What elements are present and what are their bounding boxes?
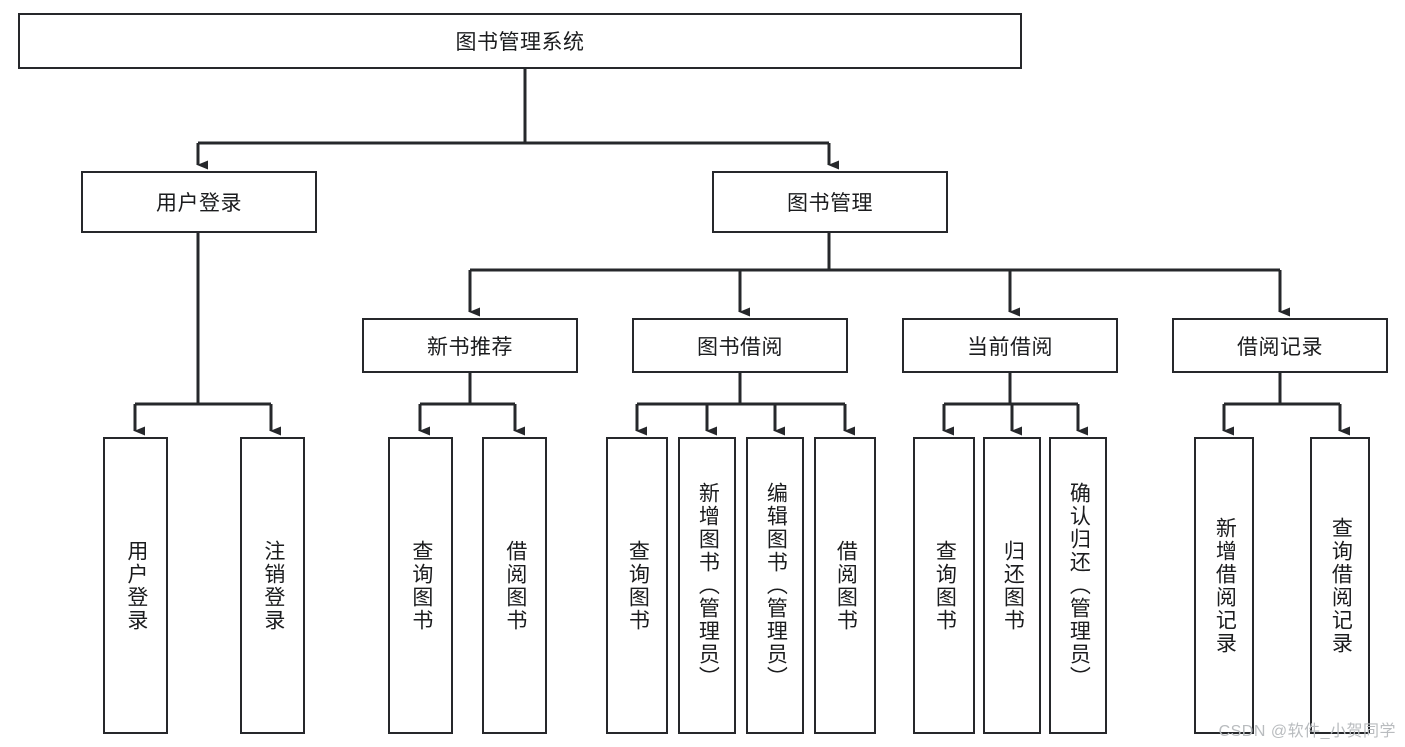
node-leaf-query-borrow-record[interactable]: 查询借阅记录 bbox=[1310, 437, 1370, 734]
node-leaf-logout[interactable]: 注销登录 bbox=[240, 437, 305, 734]
node-current-borrow[interactable]: 当前借阅 bbox=[902, 318, 1118, 373]
node-leaf-query-book-current[interactable]: 查询图书 bbox=[913, 437, 975, 734]
node-leaf-add-book[interactable]: 新增图书（管理员） bbox=[678, 437, 736, 734]
watermark-text: CSDN @软件_小贺同学 bbox=[1218, 723, 1396, 740]
node-leaf-user-login[interactable]: 用户登录 bbox=[103, 437, 168, 734]
node-book-borrow[interactable]: 图书借阅 bbox=[632, 318, 848, 373]
node-root[interactable]: 图书管理系统 bbox=[18, 13, 1022, 69]
node-leaf-borrow-book-label: 借阅图书 bbox=[834, 539, 858, 632]
node-leaf-query-book-borrow-label: 查询图书 bbox=[626, 539, 650, 632]
node-current-borrow-label: 当前借阅 bbox=[967, 335, 1053, 359]
node-leaf-borrow-book-recommend-label: 借阅图书 bbox=[503, 539, 527, 632]
node-leaf-confirm-return-label: 确认归还（管理员） bbox=[1067, 482, 1091, 689]
node-leaf-query-book-recommend[interactable]: 查询图书 bbox=[388, 437, 453, 734]
node-leaf-add-borrow-record-label: 新增借阅记录 bbox=[1213, 516, 1237, 655]
node-leaf-edit-book-label: 编辑图书（管理员） bbox=[764, 482, 788, 689]
node-leaf-logout-label: 注销登录 bbox=[261, 539, 285, 632]
node-leaf-query-book-current-label: 查询图书 bbox=[933, 539, 957, 632]
node-user-login-label: 用户登录 bbox=[156, 192, 242, 215]
node-leaf-add-book-label: 新增图书（管理员） bbox=[696, 482, 720, 689]
node-new-book-recommend[interactable]: 新书推荐 bbox=[362, 318, 578, 373]
node-book-management-label: 图书管理 bbox=[787, 192, 873, 215]
node-root-label: 图书管理系统 bbox=[455, 31, 585, 54]
node-leaf-confirm-return[interactable]: 确认归还（管理员） bbox=[1049, 437, 1107, 734]
node-new-book-recommend-label: 新书推荐 bbox=[427, 335, 513, 359]
node-leaf-add-borrow-record[interactable]: 新增借阅记录 bbox=[1194, 437, 1254, 734]
node-leaf-query-book-recommend-label: 查询图书 bbox=[409, 539, 433, 632]
node-borrow-records[interactable]: 借阅记录 bbox=[1172, 318, 1388, 373]
node-book-borrow-label: 图书借阅 bbox=[697, 335, 783, 359]
node-leaf-edit-book[interactable]: 编辑图书（管理员） bbox=[746, 437, 804, 734]
node-book-management[interactable]: 图书管理 bbox=[712, 171, 948, 233]
node-leaf-borrow-book[interactable]: 借阅图书 bbox=[814, 437, 876, 734]
node-leaf-query-book-borrow[interactable]: 查询图书 bbox=[606, 437, 668, 734]
node-leaf-user-login-label: 用户登录 bbox=[124, 539, 148, 632]
node-leaf-borrow-book-recommend[interactable]: 借阅图书 bbox=[482, 437, 547, 734]
node-borrow-records-label: 借阅记录 bbox=[1237, 335, 1323, 359]
node-leaf-return-book-label: 归还图书 bbox=[1001, 539, 1025, 632]
node-user-login[interactable]: 用户登录 bbox=[81, 171, 317, 233]
node-leaf-query-borrow-record-label: 查询借阅记录 bbox=[1329, 516, 1353, 655]
node-leaf-return-book[interactable]: 归还图书 bbox=[983, 437, 1041, 734]
